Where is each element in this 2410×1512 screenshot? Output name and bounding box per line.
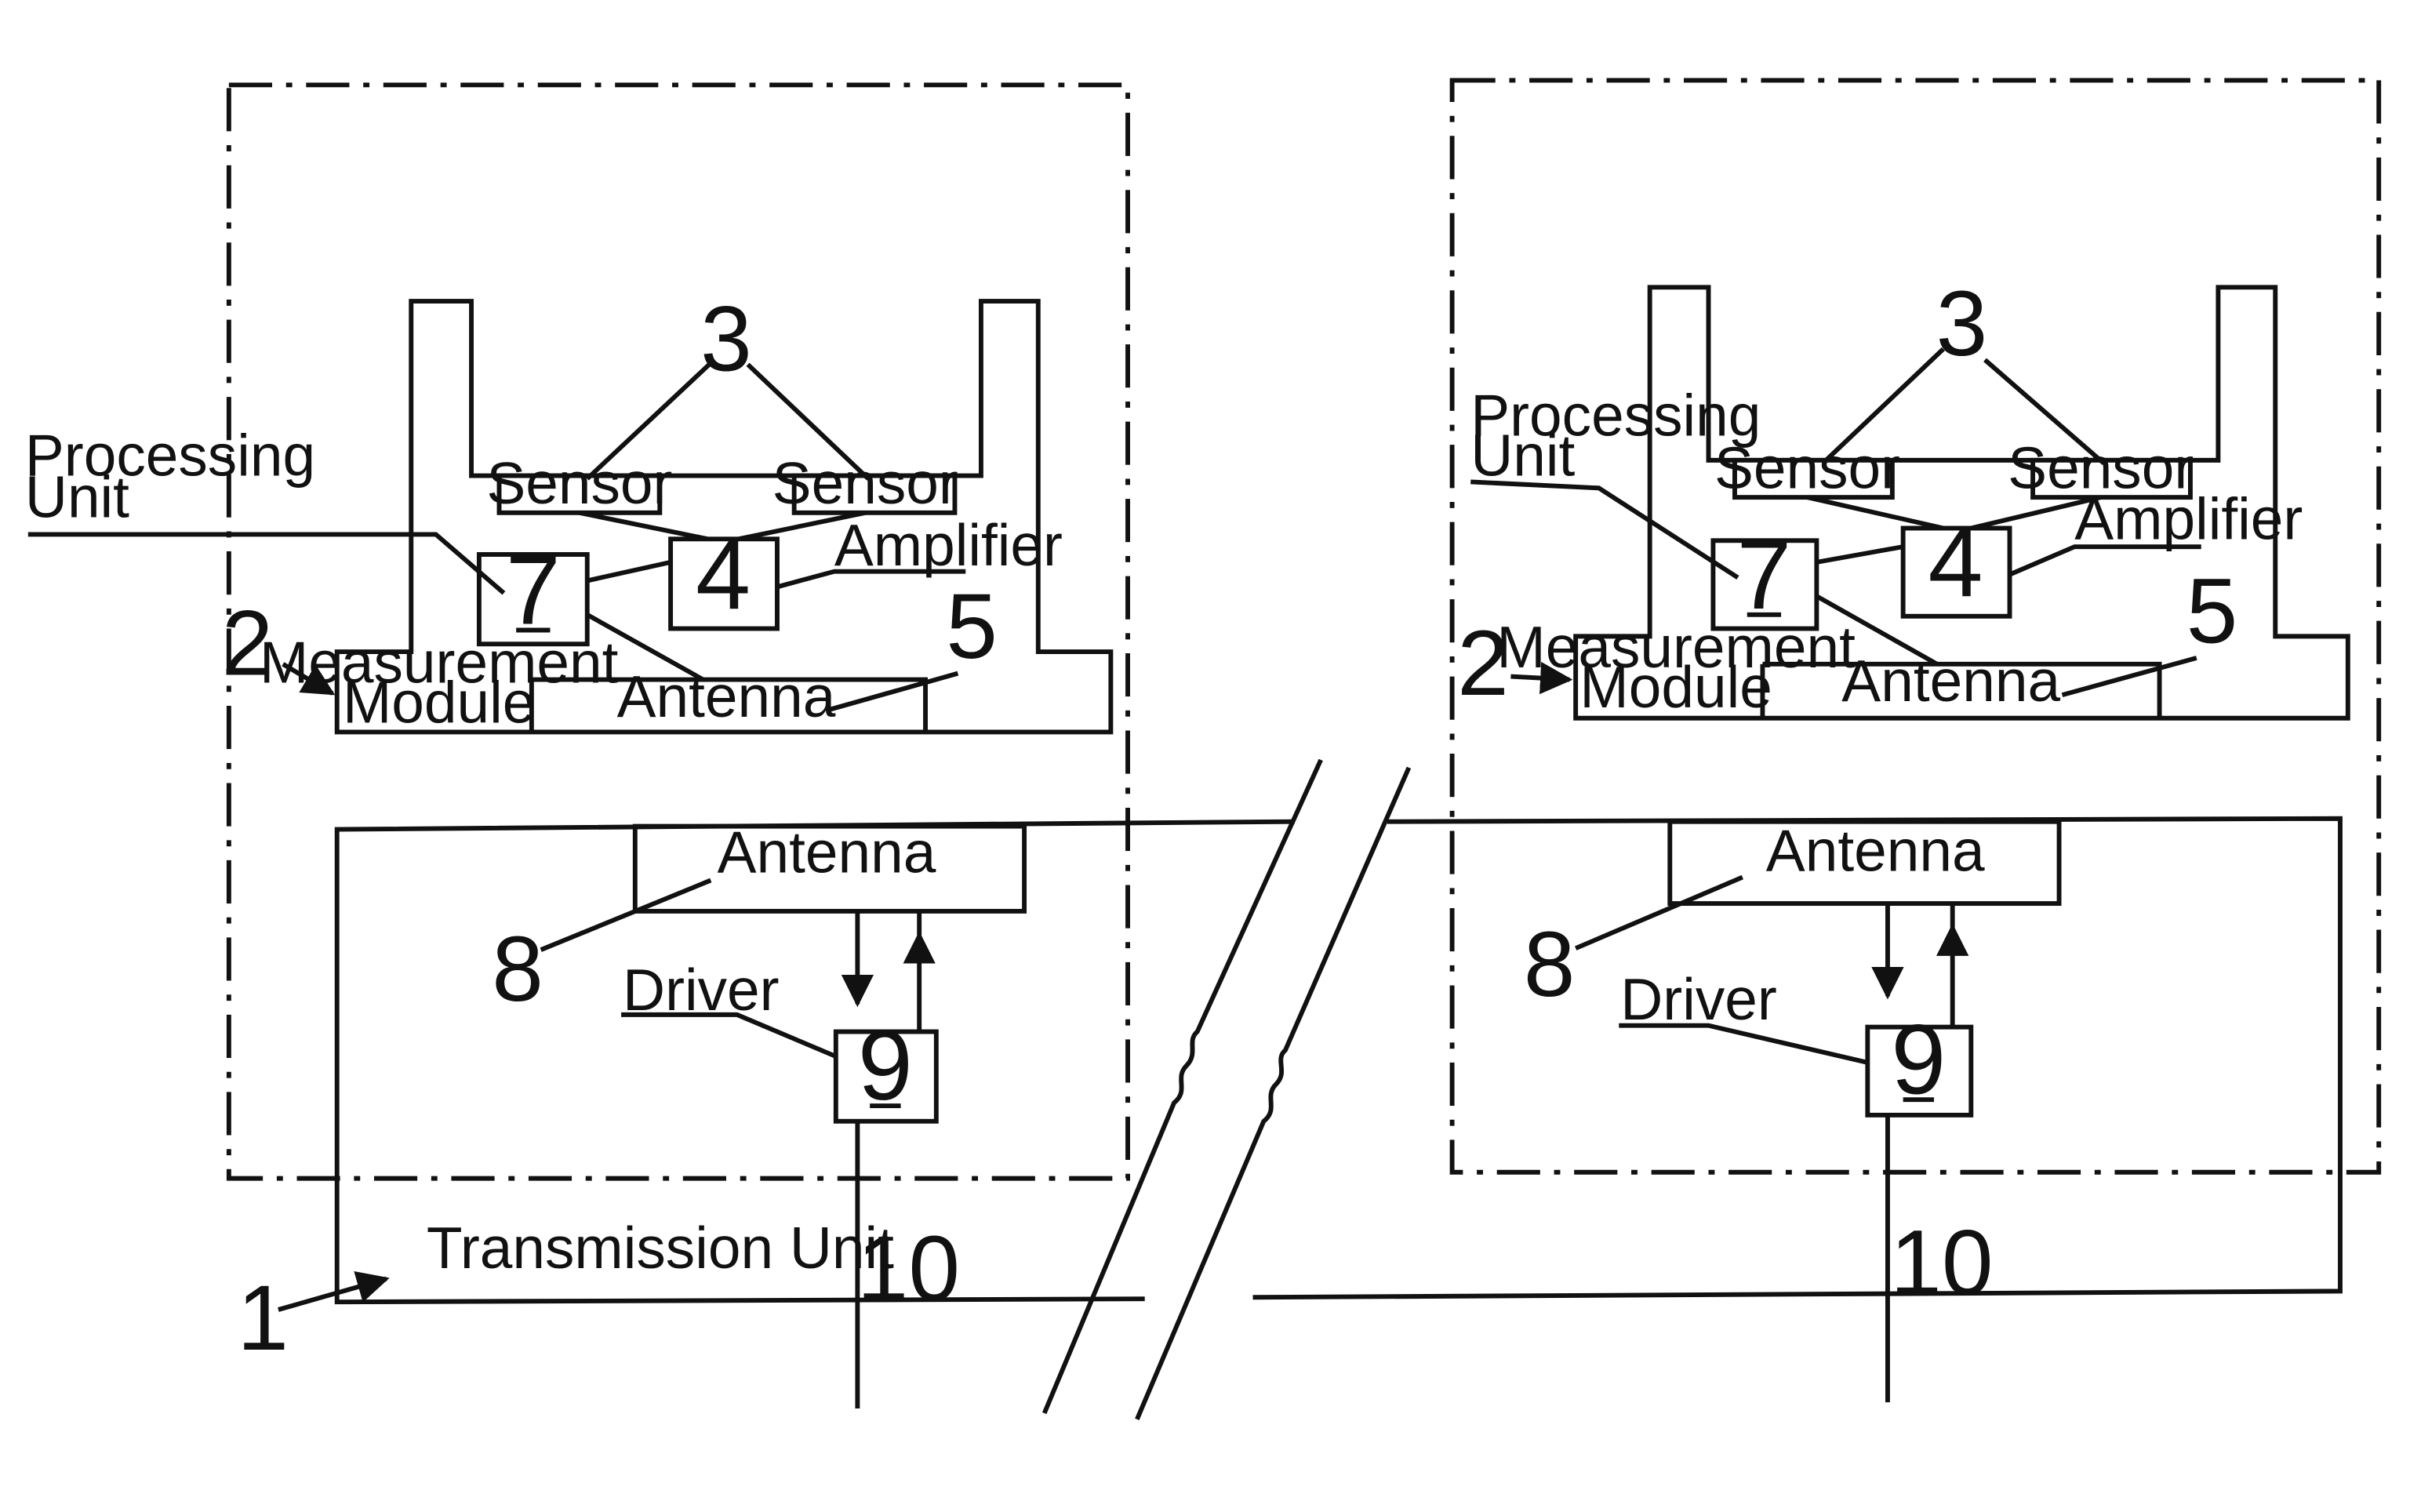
right-leader-antenna-unit [1576,878,1743,949]
break-mark [1045,760,1409,1419]
left-ref-antenna-module: 5 [946,575,998,678]
left-measurement-label-2: Module [343,670,535,736]
left-leader-antenna-unit [541,881,711,950]
arrow-transmission-unit [278,1279,387,1310]
right-measurement-label-2: Module [1579,654,1772,720]
left-module-antenna-label: Antenna [617,663,836,729]
left-wire-sensor-a-amp [580,513,707,539]
right-ref-cable: 10 [1890,1211,1993,1314]
left-ref-antenna-unit: 8 [492,918,543,1021]
right-ref-amplifier: 4 [1928,507,1983,617]
right-ref-measurement-module: 2 [1457,612,1509,715]
left-sensor-a-label: Sensor [486,450,672,516]
left-assembly: Sensor Sensor 3 4 Amplifier 7 Processing… [25,85,1128,1408]
right-arrow-measurement-module [1510,677,1569,680]
right-ref-sensors: 3 [1936,272,1988,376]
right-ref-antenna-module: 5 [2186,559,2238,663]
left-ref-measurement-module: 2 [222,592,274,696]
left-processing-label-2: Unit [25,464,129,530]
left-ref-amplifier: 4 [696,519,751,630]
right-module-antenna-label: Antenna [1841,648,2060,714]
right-wire-sensor-a-amp [1808,497,1943,528]
right-processing-label-2: Unit [1470,423,1575,489]
right-assembly: Sensor Sensor 3 4 Amplifier 7 Processing… [1452,80,2379,1402]
left-wire-processing-amp [587,562,671,581]
transmission-unit-label: Transmission Unit [427,1215,894,1281]
left-ref-sensors: 3 [700,288,752,391]
left-leader-processing [28,534,504,593]
ref-transmission-unit: 1 [237,1267,289,1370]
right-wire-processing-amp [1816,547,1903,562]
left-sensor-b-label: Sensor [772,450,958,516]
right-driver-label: Driver [1620,966,1777,1032]
right-amplifier-label: Amplifier [2074,485,2303,551]
left-amplifier-label: Amplifier [834,512,1063,578]
right-unit-antenna-label: Antenna [1766,818,1985,884]
right-ref-antenna-unit: 8 [1524,913,1576,1016]
left-unit-antenna-label: Antenna [718,820,936,885]
right-leader-processing [1470,482,1738,577]
